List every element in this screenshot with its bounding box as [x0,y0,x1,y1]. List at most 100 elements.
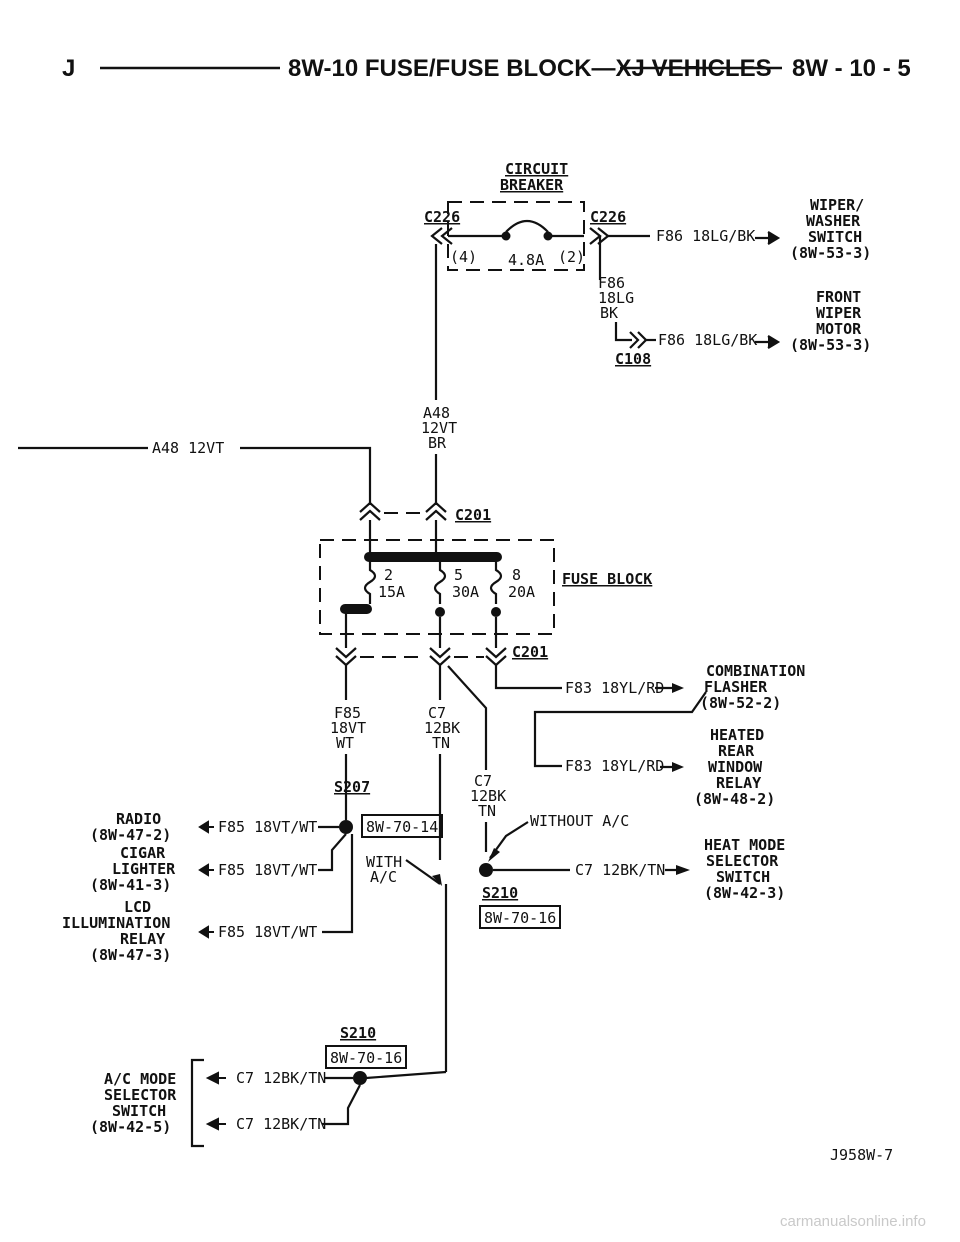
splice-s210-lower-dot [353,1071,367,1085]
lcd-line-4: (8W-47-3) [90,946,171,964]
lcd-illumination-relay: LCD ILLUMINATION RELAY (8W-47-3) [62,898,171,964]
fuse-2-rating: 15A [378,583,405,601]
ac-mode-selector-switch: A/C MODE SELECTOR SWITCH (8W-42-5) [90,1070,177,1136]
front-wiper-line-4: (8W-53-3) [790,336,871,354]
f86-wire-label-1: F86 18LG/BK [656,227,755,245]
fuse-output-bar [340,604,372,614]
f85-cigar-label: F85 18VT/WT [218,861,317,879]
combination-flasher: COMBINATION FLASHER (8W-52-2) [700,662,805,712]
heated-rear-line-1: HEATED [710,726,764,744]
f83-circuit: F83 18YL/RD F83 18YL/RD [494,665,707,775]
lcd-line-2: ILLUMINATION [62,914,170,932]
cigar-line-2: LIGHTER [112,860,176,878]
f86-wire-label-2: F86 18LG/BK [658,331,757,349]
front-wiper-line-2: WIPER [816,304,862,322]
heat-mode-line-2: SELECTOR [706,852,779,870]
c201-top-label: C201 [455,506,491,524]
heated-rear-line-2: REAR [718,742,755,760]
c201-bottom-label: C201 [512,643,548,661]
splice-s210-lower-label: S210 [340,1024,376,1042]
a48-circuit: A48 12VT BR A48 12VT [18,244,457,505]
wiper-washer-line-3: SWITCH [808,228,862,246]
wiper-washer-switch: WIPER/ WASHER SWITCH (8W-53-3) [790,196,871,262]
splice-s207-label: S207 [334,778,370,796]
cigar-line-1: CIGAR [120,844,166,862]
heated-rear-line-3: WINDOW [708,758,763,776]
splice-s210-label: S210 [482,884,518,902]
fuse-block-label: FUSE BLOCK [562,570,652,588]
header-left: J [62,55,75,82]
ac-mode-line-1: A/C MODE [104,1070,176,1088]
f85-color: WT [336,734,354,752]
f85-label: F85 [334,704,361,722]
c7-branch-color: TN [478,802,496,820]
a48-label: A48 [423,404,450,422]
ac-mode-line-3: SWITCH [112,1102,166,1120]
heat-mode-line-3: SWITCH [716,868,770,886]
c7-label: C7 [428,704,446,722]
ac-mode-line-4: (8W-42-5) [90,1118,171,1136]
c7-color: TN [432,734,450,752]
ref-8w70-16-lower: 8W-70-16 [330,1049,402,1067]
figure-id: J958W-7 [830,1146,893,1164]
ref-box-8w70-16-upper [479,905,561,929]
f86-label: F86 [598,274,625,292]
connector-c108: C108 [615,350,651,368]
combination-flasher-line-1: COMBINATION [706,662,805,680]
page-header: J 8W-10 FUSE/FUSE BLOCK—XJ VEHICLES 8W -… [62,55,911,82]
combination-flasher-line-3: (8W-52-2) [700,694,781,712]
cigar-line-3: (8W-41-3) [90,876,171,894]
c7-circuit: C7 12BK TN WITH A/C C7 12BK TN WITHOUT A… [366,665,690,1072]
radio-line-2: (8W-47-2) [90,826,171,844]
fuse-block: FUSE BLOCK 2 15A 5 30A 8 20A [319,520,652,648]
circuit-breaker-label-2: BREAKER [500,176,564,194]
f85-gauge: 18VT [330,719,366,737]
heated-rear-window-relay: HEATED REAR WINDOW RELAY (8W-48-2) [694,726,775,808]
wiper-washer-line-1: WIPER/ [810,196,864,214]
connector-c226-left: C226 [424,208,460,226]
s210-lower: S210 8W-70-16 C7 12BK/TN C7 12BK/TN [190,1024,447,1148]
f85-circuit: F85 18VT WT S207 8W-70-14 F85 18VT/WT F8… [198,665,443,941]
c7-acmode-label-2: C7 12BK/TN [236,1115,326,1133]
c7-heat-mode-label: C7 12BK/TN [575,861,665,879]
connector-c201-bottom: C201 [335,643,548,667]
a48-gauge: 12VT [421,419,457,437]
f86-color-label: BK [600,304,618,322]
a48-color: BR [428,434,447,452]
lcd-line-1: LCD [124,898,151,916]
ac-mode-line-2: SELECTOR [104,1086,177,1104]
wiper-washer-line-4: (8W-53-3) [790,244,871,262]
circuit-breaker-label-1: CIRCUIT [505,160,568,178]
ref-8w70-14: 8W-70-14 [366,818,438,836]
splice-s207-dot [339,820,353,834]
fuse-bus-bar [364,552,502,562]
connector-c201-top: C201 [359,501,491,524]
ref-8w70-16-upper: 8W-70-16 [484,909,556,927]
cavity-4: (4) [450,248,477,266]
fuse-5-number: 5 [454,566,463,584]
circuit-breaker: CIRCUIT BREAKER C226 C226 (4) 4.8A (2) [424,160,626,271]
wiper-washer-line-2: WASHER [806,212,861,230]
watermark: carmanualsonline.info [780,1213,926,1230]
header-page: 8W - 10 - 5 [792,55,911,82]
radio-component: RADIO (8W-47-2) [90,810,171,844]
f83-wire-label-1: F83 18YL/RD [565,679,664,697]
lcd-line-3: RELAY [120,930,165,948]
front-wiper-motor: FRONT WIPER MOTOR (8W-53-3) [790,288,871,354]
connector-c226-right: C226 [590,208,626,226]
f86-circuit: F86 18LG/BK F86 18LG BK F86 18LG/BK C108 [598,227,781,368]
c7-gauge: 12BK [424,719,460,737]
a48-12vt-label: A48 12VT [152,439,224,457]
fuse-8-number: 8 [512,566,521,584]
heat-mode-line-4: (8W-42-3) [704,884,785,902]
with-label: WITH [366,853,402,871]
cigar-lighter: CIGAR LIGHTER (8W-41-3) [90,844,176,894]
combination-flasher-line-2: FLASHER [704,678,768,696]
f85-radio-label: F85 18VT/WT [218,818,317,836]
front-wiper-line-1: FRONT [816,288,861,306]
ref-box-8w70-14 [361,814,443,838]
cavity-2: (2) [558,248,585,266]
without-ac-label: WITHOUT A/C [530,812,629,830]
ac-label: A/C [370,868,397,886]
